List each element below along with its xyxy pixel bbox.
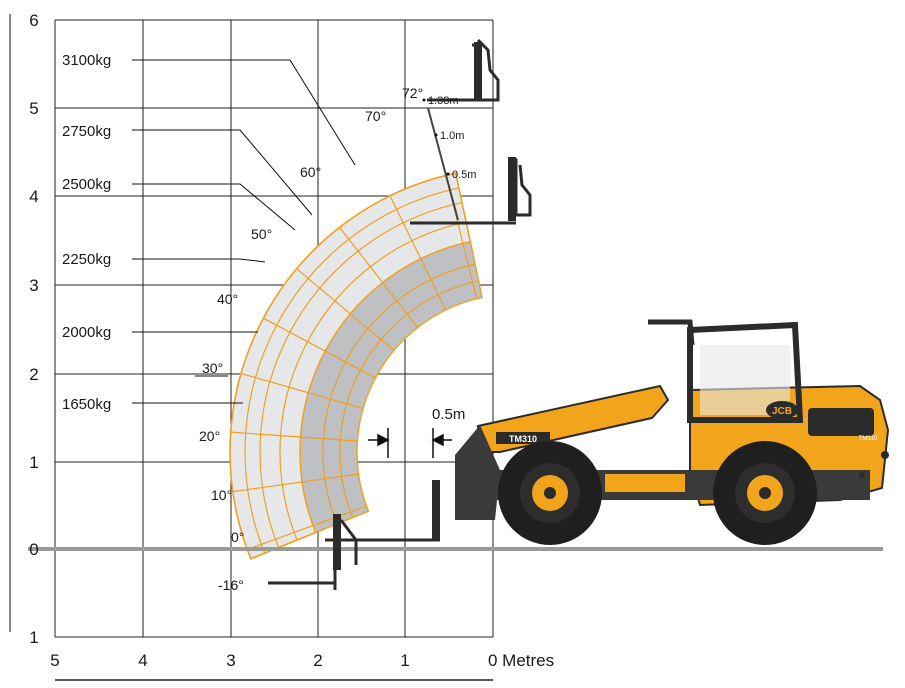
- envelope-radial-line: [246, 505, 367, 551]
- envelope-radial-line: [339, 227, 419, 328]
- y-tick-label: 1: [29, 453, 38, 472]
- load-zone-label: 3100kg: [62, 52, 111, 69]
- front-wheel: [498, 441, 602, 545]
- envelope-arc-line: [299, 241, 471, 533]
- extension-tick: [434, 133, 438, 137]
- load-zone-label: 2750kg: [62, 123, 111, 140]
- fork-top: [427, 38, 500, 102]
- boom-angle-label: 40°: [217, 291, 238, 307]
- brand-logo-badge: [766, 401, 798, 419]
- x-tick-label: 1: [400, 651, 409, 670]
- y-tick-label: 0: [29, 540, 38, 559]
- cab-rail: [648, 319, 695, 346]
- envelope-arc-lines: [244, 187, 479, 554]
- model-badge: TM310: [859, 436, 878, 442]
- boom-angle-label: 50°: [251, 226, 272, 242]
- rear-light: [881, 451, 889, 459]
- envelope-radial-line: [232, 473, 359, 493]
- envelope-radial-line: [296, 268, 395, 351]
- load-zone-label: 2000kg: [62, 324, 111, 341]
- envelope-arc-line: [244, 187, 460, 554]
- load-zone-label: 2250kg: [62, 251, 111, 268]
- carriage-fork-upright: [432, 480, 440, 540]
- load-envelope: [229, 172, 483, 560]
- y-tick-label: 4: [29, 187, 38, 206]
- boom-angle-label: 60°: [300, 164, 321, 180]
- fork-low: [268, 570, 337, 590]
- load-zone-label: 1650kg: [62, 396, 111, 413]
- ground-line: [28, 547, 883, 551]
- envelope-arc-line: [259, 202, 463, 548]
- front-offset-dimension: [368, 428, 452, 458]
- boom-angle-label: 72°: [402, 85, 423, 101]
- brand-logo: JCB: [772, 406, 792, 417]
- boom-angle-label: 20°: [199, 428, 220, 444]
- engine-cover-panel: [808, 408, 874, 436]
- boom-angle-label: 30°: [202, 360, 223, 376]
- extension-tick: [446, 172, 450, 176]
- extension-mark-label: 1.38m: [428, 95, 459, 107]
- telehandler-machine: JCB TM310 TM310: [432, 319, 890, 545]
- y-tick-label: 6: [29, 11, 38, 30]
- boom-badge-plate: [496, 432, 550, 444]
- front-offset-label: 0.5m: [432, 406, 465, 423]
- rear-marker: [859, 472, 865, 478]
- load-leader-line: [132, 59, 356, 166]
- x-tick-label: 5: [50, 651, 59, 670]
- boom-angle-label: -16°: [218, 577, 244, 593]
- y-tick-label: 2: [29, 365, 38, 384]
- envelope-arc-line: [279, 221, 467, 541]
- envelope-radial-line: [240, 372, 364, 410]
- envelope-radial-line: [389, 195, 447, 311]
- x-tick-label: 0 Metres: [488, 651, 554, 670]
- extension-mark-label: 0.5m: [452, 169, 476, 181]
- extension-line: [427, 107, 459, 221]
- rear-wheel: [713, 441, 817, 545]
- boom-angle-label: 70°: [365, 108, 386, 124]
- x-tick-label: 3: [226, 651, 235, 670]
- y-tick-label: 5: [29, 99, 38, 118]
- boom-angle-label: 0°: [231, 529, 244, 545]
- load-leader-line: [132, 129, 313, 216]
- envelope-arc-line: [339, 280, 479, 518]
- x-tick-label: 4: [138, 651, 147, 670]
- y-tick-label: 3: [29, 276, 38, 295]
- envelope-radial-lines: [230, 175, 478, 551]
- envelope-radial-line: [263, 317, 376, 379]
- fork-positions: [268, 38, 532, 590]
- envelope-arc-line: [322, 263, 476, 525]
- fork-mid: [410, 157, 532, 225]
- fork-ground: [325, 514, 440, 570]
- chassis-panel: [605, 474, 685, 492]
- envelope-radial-line: [230, 431, 358, 442]
- cab-frame: [687, 321, 804, 423]
- boom-model-badge: TM310: [509, 434, 537, 444]
- fork-carriage: [455, 425, 500, 520]
- load-zone-label: 2500kg: [62, 176, 111, 193]
- load-leader-line: [132, 258, 266, 263]
- y-tick-label: 1: [29, 628, 38, 647]
- load-leader-line: [132, 183, 296, 231]
- x-tick-label: 2: [313, 651, 322, 670]
- boom-angle-label: 10°: [211, 487, 232, 503]
- extension-mark-label: 1.0m: [440, 130, 464, 142]
- extension-tick: [422, 98, 426, 102]
